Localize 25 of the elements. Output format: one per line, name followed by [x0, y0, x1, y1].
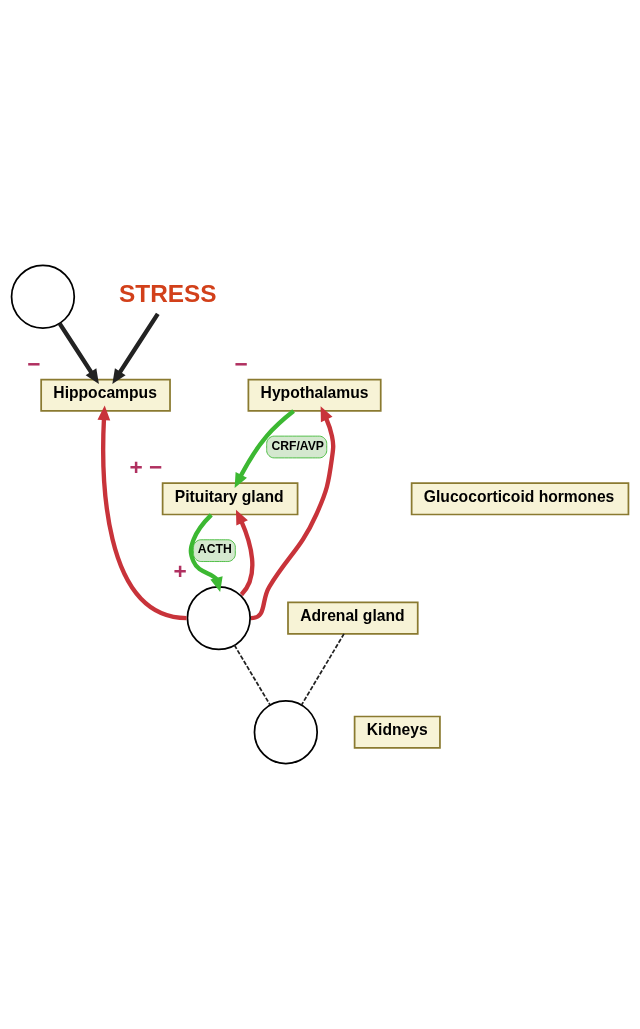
node-label: −: [234, 351, 248, 377]
arrow: [235, 509, 255, 596]
connector: [300, 633, 345, 706]
arrow: [250, 406, 336, 621]
node-box: Adrenal gland: [287, 601, 419, 635]
node-circle: [253, 699, 319, 765]
arrow: [97, 405, 187, 621]
node-box: Kidneys: [353, 715, 441, 749]
arrow: [188, 513, 223, 593]
connector: [233, 644, 271, 706]
node-label: +: [173, 558, 187, 584]
arrow: [234, 409, 295, 488]
arrow: [112, 312, 160, 384]
node-box: Hippocampus: [40, 378, 171, 412]
node-circle: [10, 264, 76, 330]
edge-label: CRF/AVP: [271, 438, 324, 453]
arrow: [57, 322, 99, 385]
node-box: Hypothalamus: [247, 378, 382, 412]
node-text: STRESS: [119, 279, 217, 307]
edge-label: ACTH: [197, 542, 232, 557]
node-label: + −: [129, 455, 163, 481]
node-box: Glucocorticoid hormones: [410, 482, 630, 516]
node-circle: [186, 585, 251, 651]
node-label: −: [27, 351, 41, 377]
node-box: Pituitary gland: [161, 482, 299, 516]
